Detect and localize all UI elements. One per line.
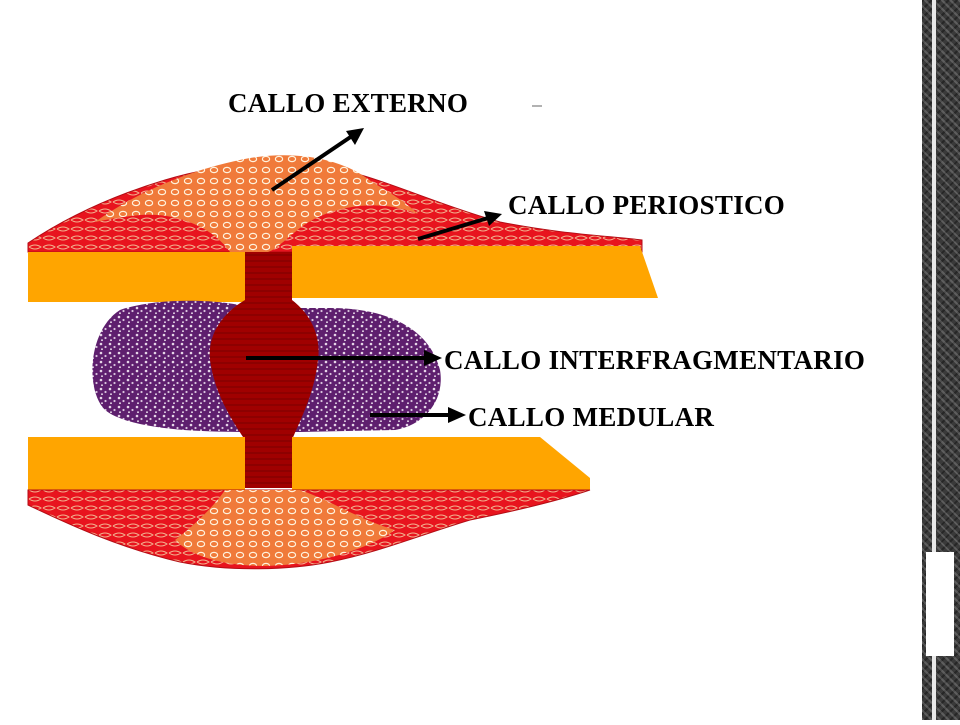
label-callo-medular: CALLO MEDULAR [468,402,715,432]
arrow-callo-interfragmentario [246,350,442,366]
upper-bone-cortex-left [28,252,245,302]
interfragmentary-callus [209,252,319,488]
label-callo-externo: CALLO EXTERNO [228,88,469,118]
arrow-callo-periostico [417,211,502,241]
lower-bone-cortex-left [28,437,245,490]
arrow-callo-medular [370,407,466,423]
label-callo-interfragmentario: CALLO INTERFRAGMENTARIO [444,345,866,375]
upper-bone-cortex-right [292,246,658,298]
label-callo-periostico: CALLO PERIOSTICO [508,190,786,220]
lower-external-callus [175,490,395,566]
arrow-callo-externo [270,128,364,192]
frame-patch [926,552,954,656]
lower-bone-cortex-right [292,437,590,490]
upper-external-callus [95,155,418,252]
